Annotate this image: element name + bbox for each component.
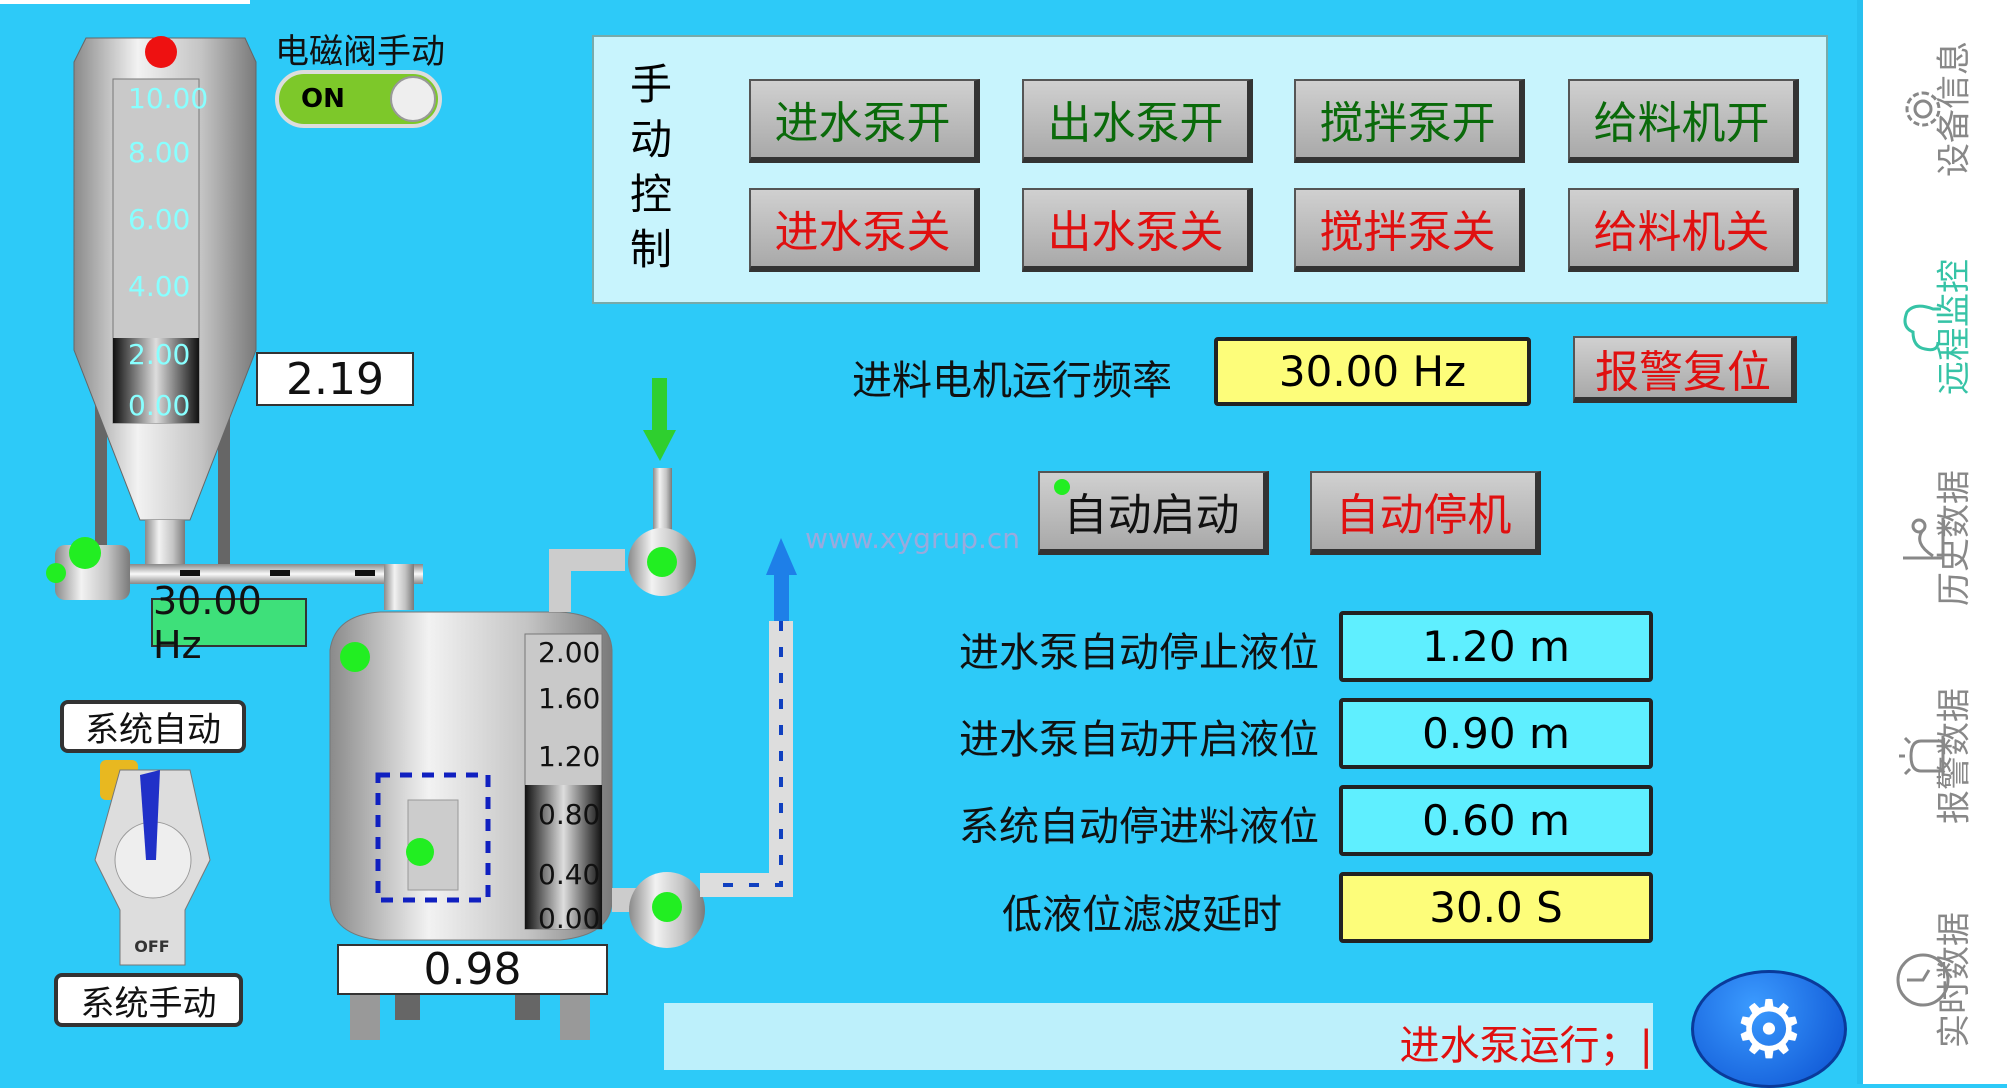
solenoid-label: 电磁阀手动: [275, 32, 445, 72]
outlet-arrow-icon: [766, 538, 797, 621]
inlet-start-level-input[interactable]: 0.90 m: [1339, 698, 1653, 769]
gear-icon: [1905, 91, 1941, 127]
feeder-off-button[interactable]: 给料机关: [1568, 188, 1799, 272]
sidebar-item-device-info[interactable]: 设备信息: [1863, 9, 2007, 209]
inlet-pump: [628, 528, 696, 596]
svg-text:0.80: 0.80: [538, 798, 600, 831]
sidebar-item-remote-monitor[interactable]: 远程监控: [1863, 227, 2007, 427]
svg-text:1.60: 1.60: [538, 682, 600, 715]
feeder-motor: [46, 537, 130, 600]
silo-level-fill: [113, 338, 199, 423]
auto-start-indicator: [1054, 479, 1070, 495]
svg-text:0.00: 0.00: [128, 389, 190, 422]
svg-text:4.00: 4.00: [128, 270, 190, 303]
toggle-knob: [390, 76, 436, 122]
silo: [73, 36, 257, 580]
outlet-pump-on-button[interactable]: 出水泵开: [1022, 79, 1253, 163]
clock-icon: [1896, 953, 1950, 1007]
inlet-stop-level-input[interactable]: 1.20 m: [1339, 611, 1653, 682]
stir-pump-on-button[interactable]: 搅拌泵开: [1294, 79, 1525, 163]
system-manual-button[interactable]: 系统手动: [54, 973, 243, 1027]
svg-text:2.00: 2.00: [538, 636, 600, 669]
param-label: 进水泵自动停止液位: [959, 630, 1319, 676]
svg-text:OFF: OFF: [134, 937, 169, 956]
low-level-filter-delay-input[interactable]: 30.0 S: [1339, 872, 1653, 943]
param-label: 系统自动停进料液位: [959, 804, 1319, 850]
svg-text:8.00: 8.00: [128, 136, 190, 169]
sidebar-item-realtime-data[interactable]: 实时数据: [1863, 880, 2007, 1080]
system-auto-button[interactable]: 系统自动: [60, 700, 246, 753]
outlet-pump: [629, 872, 705, 948]
feeder-on-button[interactable]: 给料机开: [1568, 79, 1799, 163]
param-label: 进水泵自动开启液位: [959, 717, 1319, 763]
inlet-pump-on-button[interactable]: 进水泵开: [749, 79, 980, 163]
svg-text:1.20: 1.20: [538, 740, 600, 773]
sidebar-nav: 设备信息 远程监控 历史数据 报警数据 实时数据: [1857, 0, 2007, 1084]
sidebar-item-alarm-data[interactable]: 报警数据: [1863, 656, 2007, 856]
stir-pump-light: [406, 838, 434, 866]
inlet-arrow-icon: [643, 378, 676, 461]
silo-level-value: 2.19: [256, 352, 414, 406]
sidebar-item-history-data[interactable]: 历史数据: [1863, 438, 2007, 638]
feeder-frequency: 30.00 Hz: [151, 579, 307, 667]
outlet-pump-off-button[interactable]: 出水泵关: [1022, 188, 1253, 272]
status-marquee: 进水泵运行；|: [664, 1003, 1653, 1070]
tank-level-value: 0.98: [337, 944, 608, 995]
feed-frequency-label: 进料电机运行频率: [852, 358, 1172, 404]
svg-text:6.00: 6.00: [128, 203, 190, 236]
auto-stop-button[interactable]: 自动停机: [1310, 471, 1541, 555]
mode-selector-switch: OFF: [94, 760, 211, 966]
alarm-icon: [1899, 736, 1945, 776]
watermark: www.xygrup.cn: [805, 522, 1021, 555]
tank-level-fill: [525, 785, 602, 929]
solenoid-toggle[interactable]: ON: [275, 70, 442, 128]
svg-text:0.00: 0.00: [538, 902, 600, 935]
mix-tank: [329, 611, 613, 1040]
settings-gear-button[interactable]: ⚙: [1691, 970, 1847, 1088]
svg-text:2.00: 2.00: [128, 338, 190, 371]
param-label: 低液位滤波延时: [1002, 892, 1282, 938]
gear-icon: ⚙: [1733, 982, 1805, 1076]
stir-pump-off-button[interactable]: 搅拌泵关: [1294, 188, 1525, 272]
manual-control-title: 手动控制: [630, 60, 673, 274]
cloud-icon: [1903, 304, 1941, 352]
auto-start-button[interactable]: 自动启动: [1038, 471, 1269, 555]
inlet-pump-off-button[interactable]: 进水泵关: [749, 188, 980, 272]
history-chart-icon: [1903, 518, 1945, 560]
silo-status-light: [145, 36, 177, 68]
feed-frequency-input[interactable]: 30.00 Hz: [1214, 337, 1531, 406]
alarm-reset-button[interactable]: 报警复位: [1573, 336, 1797, 403]
svg-text:10.00: 10.00: [128, 82, 208, 115]
auto-stop-feed-level-input[interactable]: 0.60 m: [1339, 785, 1653, 856]
svg-text:0.40: 0.40: [538, 858, 600, 891]
process-diagram: OFF 10.00 8.00 6.00 4.00 2.00 0.00 2.00 1.60…: [0, 0, 797, 1040]
